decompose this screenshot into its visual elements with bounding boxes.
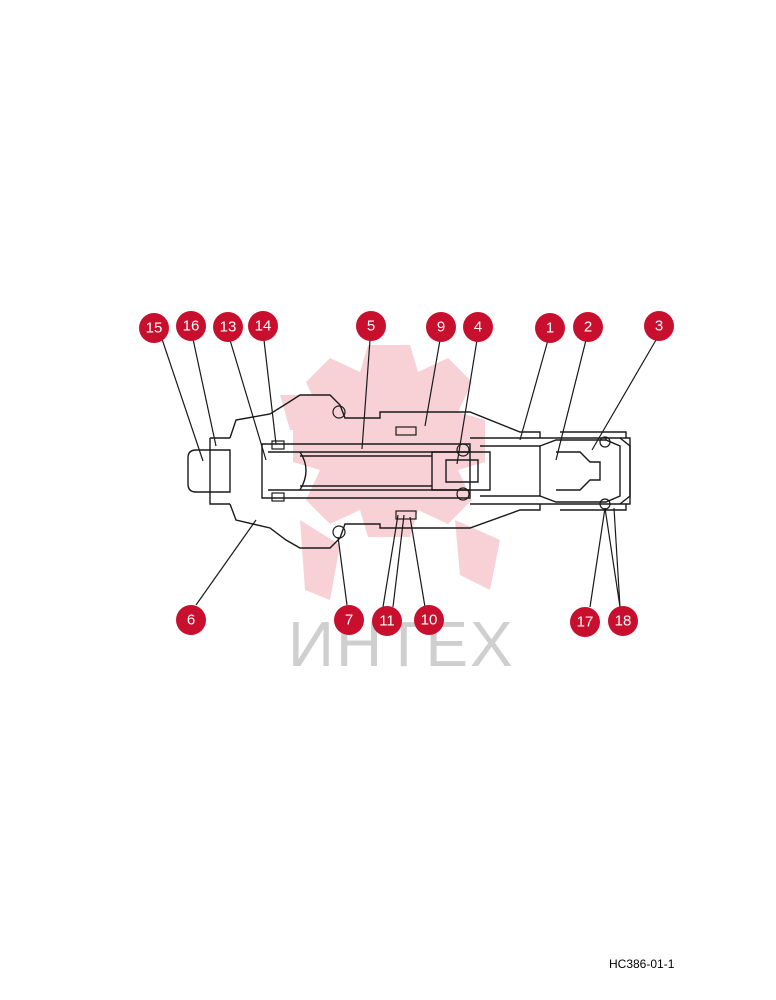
- callout-13: 13: [213, 312, 243, 342]
- callout-6: 6: [176, 605, 206, 635]
- o-ring-17-top: [599, 436, 611, 448]
- svg-text:2: 2: [584, 319, 592, 336]
- callout-14: 14: [248, 311, 278, 341]
- watermark-gear-logo: [280, 345, 500, 600]
- seal-details: [271, 405, 611, 539]
- callout-3: 3: [644, 311, 674, 341]
- callout-16: 16: [176, 311, 206, 341]
- callout-2: 2: [573, 312, 603, 342]
- seal-10: [395, 510, 417, 520]
- o-ring-bottom-left: [332, 525, 346, 539]
- svg-text:4: 4: [474, 319, 482, 336]
- callout-5: 5: [356, 311, 386, 341]
- svg-text:6: 6: [187, 612, 195, 629]
- callout-9: 9: [426, 312, 456, 342]
- svg-text:13: 13: [220, 319, 237, 336]
- seal-13-top: [271, 440, 285, 450]
- svg-text:17: 17: [577, 614, 594, 631]
- svg-text:10: 10: [421, 612, 438, 629]
- svg-text:18: 18: [615, 613, 632, 630]
- svg-text:11: 11: [379, 613, 395, 630]
- svg-text:3: 3: [655, 318, 663, 335]
- o-ring-top-left: [332, 405, 346, 419]
- callout-7: 7: [334, 605, 364, 635]
- callout-17: 17: [570, 607, 600, 637]
- svg-text:9: 9: [437, 319, 445, 336]
- leader-lines: [161, 338, 657, 608]
- callout-18: 18: [608, 606, 638, 636]
- callout-4: 4: [463, 312, 493, 342]
- callout-11: 11: [372, 606, 402, 636]
- svg-text:7: 7: [345, 612, 353, 629]
- svg-text:5: 5: [367, 318, 375, 335]
- callout-1: 1: [535, 313, 565, 343]
- svg-text:16: 16: [183, 318, 200, 335]
- ball-4-top: [456, 443, 470, 457]
- drawing-code-label: HC386-01-1: [609, 957, 675, 971]
- callout-15: 15: [139, 313, 169, 343]
- callout-10: 10: [414, 605, 444, 635]
- ball-4-bottom: [456, 487, 470, 501]
- svg-text:14: 14: [255, 318, 272, 335]
- seal-9: [395, 426, 417, 436]
- svg-text:15: 15: [146, 320, 163, 337]
- svg-text:1: 1: [546, 320, 554, 337]
- seal-13-bottom: [271, 492, 285, 502]
